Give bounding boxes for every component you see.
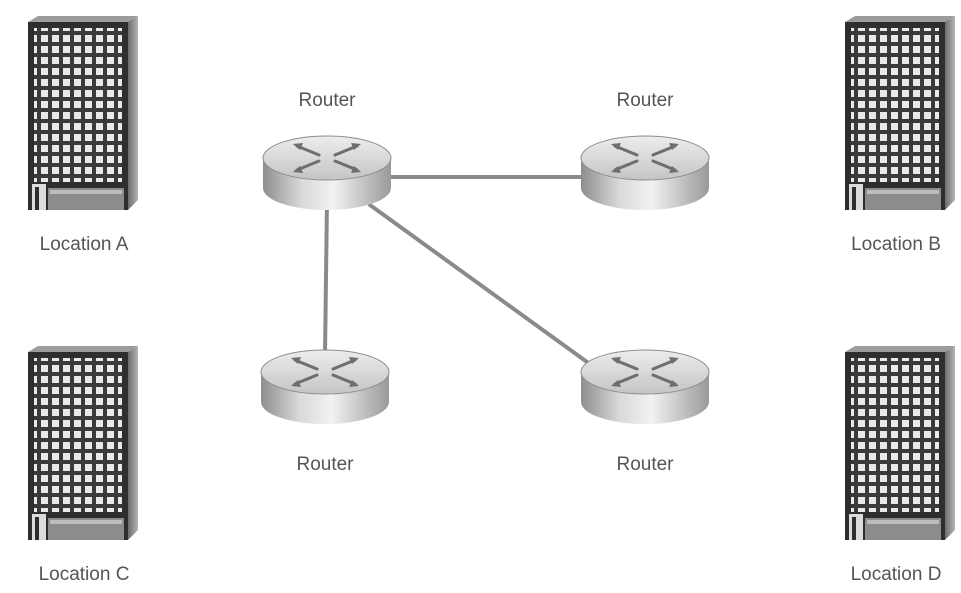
router-icon-bottom-left <box>259 348 391 426</box>
router-label: Router <box>616 90 674 111</box>
router-icon-bottom-right <box>579 348 711 426</box>
router-label: Router <box>616 454 674 475</box>
building-icon-location-b <box>845 16 955 210</box>
location-label-d: Location D <box>851 564 942 585</box>
building-icon-location-a <box>28 16 138 210</box>
location-label-b: Location B <box>851 234 941 255</box>
router-label: Router <box>296 454 354 475</box>
building-icon-location-d <box>845 346 955 540</box>
location-label-a: Location A <box>40 234 129 255</box>
router-icon-top-right <box>579 134 711 212</box>
link-r1-r4 <box>368 203 607 377</box>
location-label-c: Location C <box>39 564 130 585</box>
link-r1-r3 <box>323 198 329 357</box>
router-label: Router <box>298 90 356 111</box>
building-icon-location-c <box>28 346 138 540</box>
router-icon-top-left <box>261 134 393 212</box>
